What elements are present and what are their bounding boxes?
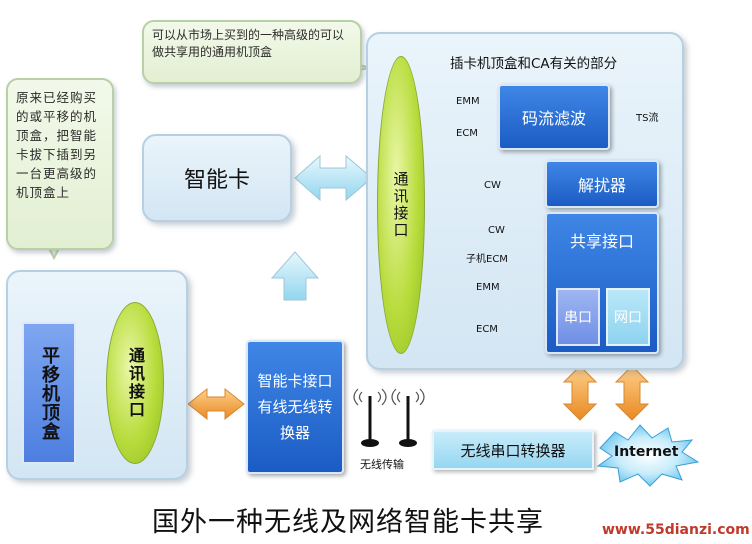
wireless-serial-converter-label: 无线串口转换器 — [460, 441, 566, 460]
wireless-label: 无线传输 — [360, 458, 404, 471]
left-link-arrow — [187, 387, 245, 421]
card-interface-converter-box: 智能卡接口有线无线转换器 — [246, 340, 344, 474]
stream-filter-box: 码流滤波 — [498, 84, 610, 150]
legacy-stb-box: 平移机顶盒 — [22, 322, 76, 464]
descrambler-box: 解扰器 — [545, 160, 659, 208]
smartcard-link-arrow — [294, 154, 373, 202]
comm-interface-ellipse-right: 通讯接口 — [377, 56, 425, 354]
serial-down-arrow — [562, 365, 598, 421]
top-note-text: 可以从市场上买到的一种高级的可以做共享用的通用机顶盒 — [152, 28, 345, 59]
diagram-caption: 国外一种无线及网络智能卡共享 — [152, 507, 544, 538]
cw-label-2: CW — [488, 225, 505, 236]
antenna-icon-1 — [353, 388, 387, 447]
smart-card-label: 智能卡 — [183, 168, 250, 193]
emm-label-2: EMM — [476, 282, 500, 293]
converter-up-arrow — [270, 251, 320, 301]
top-note: 可以从市场上买到的一种高级的可以做共享用的通用机顶盒 — [142, 20, 362, 84]
network-port-label: 网口 — [614, 310, 642, 326]
legacy-stb-label: 平移机顶盒 — [39, 345, 60, 441]
descrambler-label: 解扰器 — [577, 176, 626, 195]
sub-ecm-label: 子机ECM — [466, 254, 508, 265]
ecm-label-2: ECM — [476, 324, 498, 335]
wireless-serial-converter-box: 无线串口转换器 — [432, 430, 594, 470]
network-down-arrow — [614, 365, 650, 421]
card-interface-converter-label: 智能卡接口有线无线转换器 — [257, 372, 333, 442]
internet-burst — [596, 424, 700, 487]
left-note: 原来已经购买的或平移的机顶盒，把智能卡拔下插到另一台更高级的机顶盒上 — [6, 78, 114, 250]
card-stb-title: 插卡机顶盒和CA有关的部分 — [450, 56, 618, 72]
ts-label: TS流 — [636, 113, 659, 124]
network-port-box: 网口 — [606, 288, 650, 346]
smart-card-box: 智能卡 — [142, 134, 292, 222]
antenna-icon-2 — [391, 388, 425, 447]
stream-filter-label: 码流滤波 — [521, 109, 586, 128]
cw-label-1: CW — [484, 180, 501, 191]
serial-port-label: 串口 — [564, 310, 592, 326]
left-note-text: 原来已经购买的或平移的机顶盒，把智能卡拔下插到另一台更高级的机顶盒上 — [16, 90, 98, 200]
emm-label: EMM — [456, 96, 480, 107]
comm-interface-label-right: 通讯接口 — [391, 171, 410, 239]
watermark: www.55dianzi.com — [600, 522, 752, 538]
shared-interface-label: 共享接口 — [569, 232, 634, 251]
ecm-label: ECM — [456, 128, 478, 139]
comm-interface-label-left: 通讯接口 — [126, 347, 145, 419]
serial-port-box: 串口 — [556, 288, 600, 346]
comm-interface-ellipse-left: 通讯接口 — [106, 302, 164, 464]
internet-label: Internet — [614, 444, 679, 460]
